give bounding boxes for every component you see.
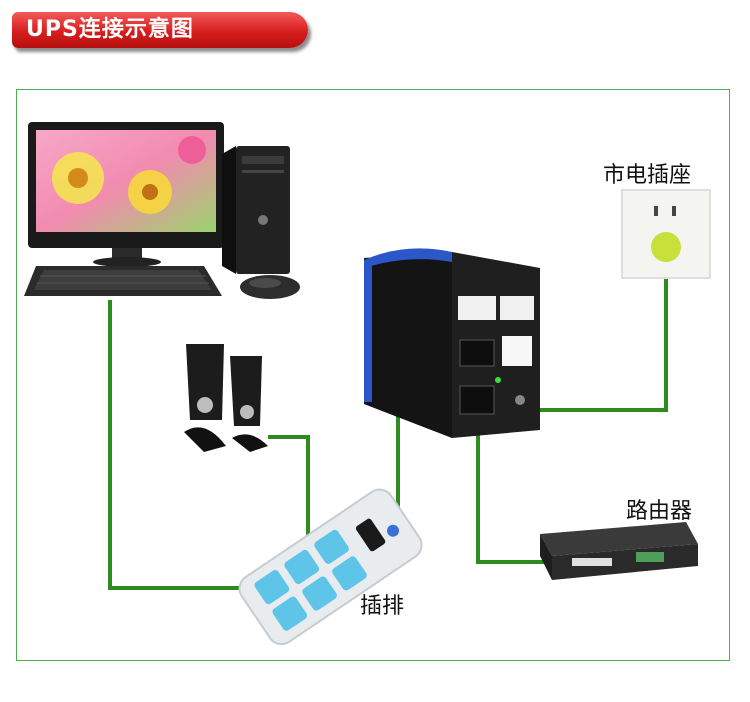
router-label: 路由器 [626, 499, 693, 524]
diagram-frame [16, 89, 730, 661]
cable-ups-to-wall [536, 258, 668, 412]
power-strip-icon [238, 488, 423, 646]
wall-socket-label: 市电插座 [603, 163, 692, 188]
wall-socket-icon [621, 189, 711, 279]
speakers-icon [184, 344, 268, 452]
power-strip-label: 插排 [360, 594, 405, 619]
pc-tower-icon [222, 146, 290, 274]
keyboard-icon [24, 266, 222, 296]
router-icon [540, 522, 698, 580]
mouse-icon [240, 275, 300, 299]
ups-icon [364, 248, 540, 438]
diagram-title: UPS连接示意图 [12, 12, 308, 48]
monitor-icon [28, 122, 224, 267]
cable-speaker-to-strip [268, 435, 310, 548]
cable-pc-to-strip [108, 300, 262, 590]
